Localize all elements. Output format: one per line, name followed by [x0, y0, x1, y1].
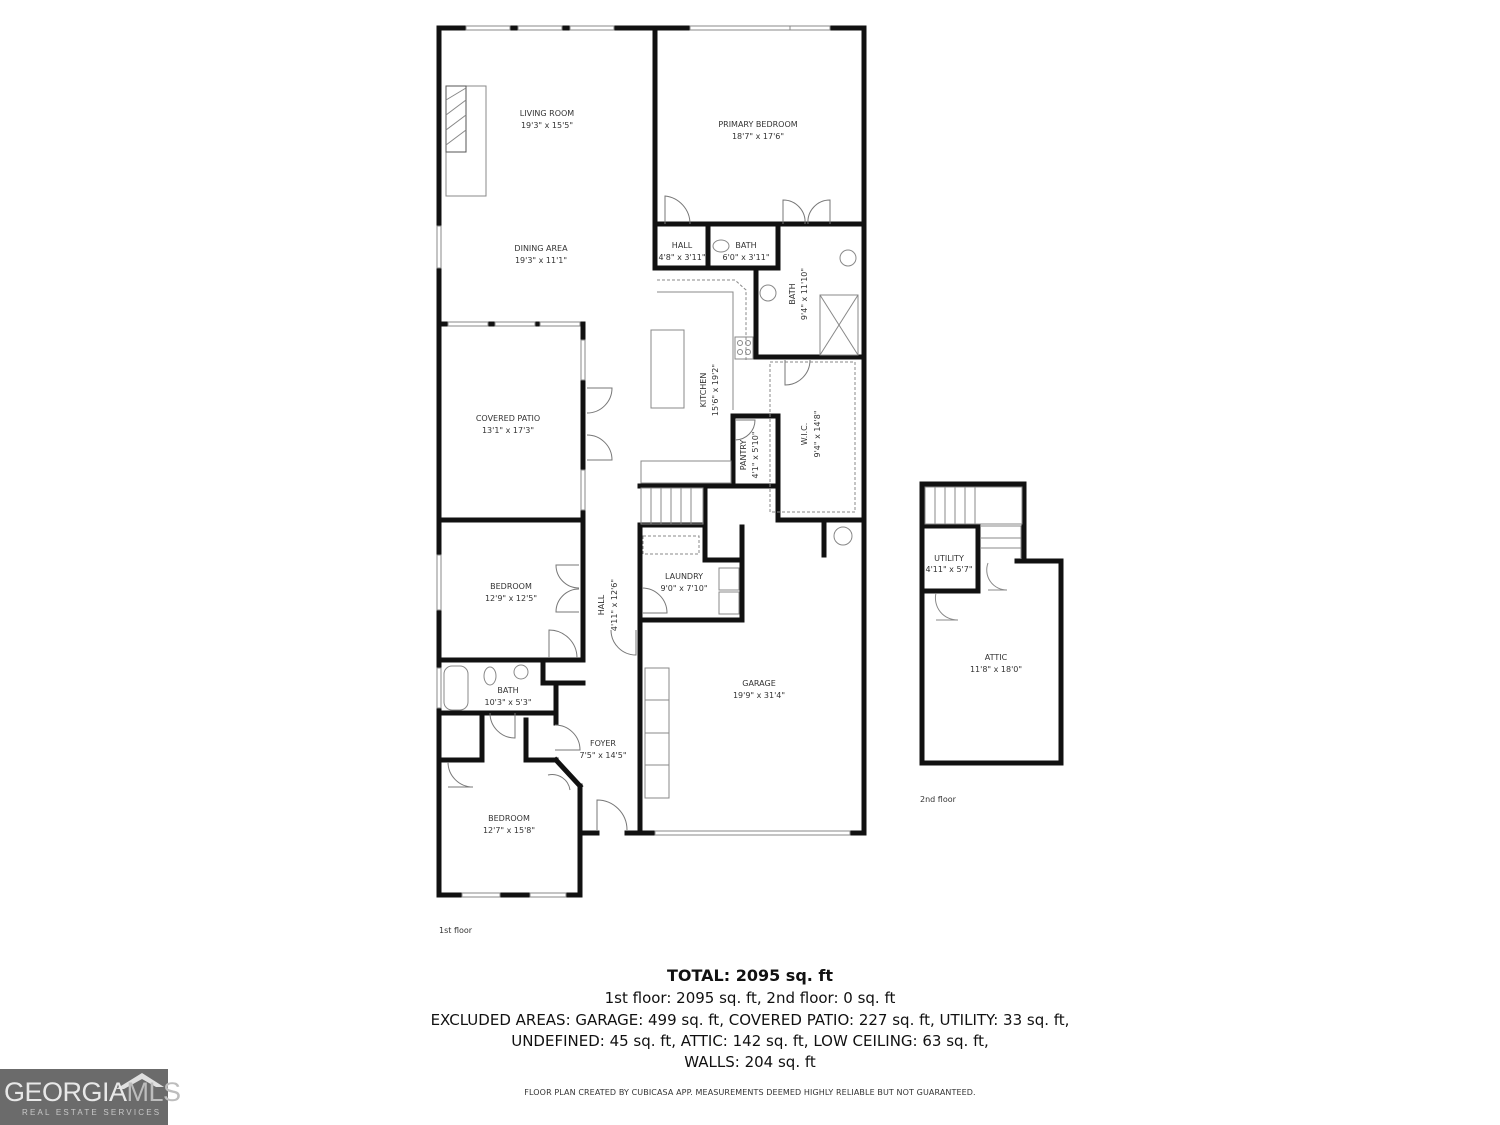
room-attic-dims: 11'8" x 18'0" — [970, 665, 1022, 674]
room-utility-name: UTILITY — [934, 554, 964, 563]
room-labels: LIVING ROOM 19'3" x 15'5" DINING AREA 19… — [439, 109, 1022, 935]
room-covered-patio-dims: 13'1" x 17'3" — [482, 426, 534, 435]
room-dining-area-name: DINING AREA — [514, 244, 568, 253]
excluded-areas-line-3: WALLS: 204 sq. ft — [684, 1053, 816, 1071]
room-garage-name: GARAGE — [742, 679, 776, 688]
room-hall-upper-dims: 4'8" x 3'11" — [658, 253, 705, 262]
room-laundry-name: LAUNDRY — [665, 572, 703, 581]
room-laundry-dims: 9'0" x 7'10" — [660, 584, 707, 593]
floor-areas-line: 1st floor: 2095 sq. ft, 2nd floor: 0 sq.… — [604, 989, 896, 1007]
room-primary-bath-dims: 9'4" x 11'10" — [800, 268, 809, 320]
room-hall-lower-name: HALL — [597, 594, 606, 615]
room-wic-name: W.I.C. — [800, 423, 809, 446]
second-floor-fixtures — [924, 486, 1023, 621]
excluded-areas-line-1: EXCLUDED AREAS: GARAGE: 499 sq. ft, COVE… — [430, 1011, 1070, 1029]
total-area: TOTAL: 2095 sq. ft — [666, 966, 834, 985]
room-covered-patio-name: COVERED PATIO — [476, 414, 540, 423]
room-attic-name: ATTIC — [985, 653, 1008, 662]
doors — [447, 195, 831, 831]
roof-icon — [116, 1073, 164, 1089]
first-floor-label: 1st floor — [439, 926, 473, 935]
logo-tagline: REAL ESTATE SERVICES — [22, 1108, 162, 1117]
room-bath-2-name: BATH — [497, 686, 518, 695]
room-foyer-name: FOYER — [590, 739, 616, 748]
room-dining-area-dims: 19'3" x 11'1" — [515, 256, 567, 265]
logo-wordmark: GEORGIAMLS — [4, 1077, 181, 1108]
floor-plan-drawing: LIVING ROOM 19'3" x 15'5" DINING AREA 19… — [436, 25, 1064, 935]
second-floor-walls — [919, 481, 1064, 766]
room-living-room-dims: 19'3" x 15'5" — [521, 121, 573, 130]
georgia-mls-logo: GEORGIAMLS REAL ESTATE SERVICES — [0, 1069, 181, 1125]
disclaimer: FLOOR PLAN CREATED BY CUBICASA APP. MEAS… — [524, 1088, 976, 1097]
room-bedroom-2-dims: 12'9" x 12'5" — [485, 594, 537, 603]
windows — [436, 25, 851, 898]
room-bedroom-3-dims: 12'7" x 15'8" — [483, 826, 535, 835]
second-floor-label: 2nd floor — [920, 795, 957, 804]
room-primary-bath-name: BATH — [788, 283, 797, 304]
room-garage-dims: 19'9" x 31'4" — [733, 691, 785, 700]
room-bedroom-3-name: BEDROOM — [488, 814, 530, 823]
room-bath-2-dims: 10'3" x 5'3" — [484, 698, 531, 707]
logo-brand-accent: MLS — [126, 1077, 182, 1107]
room-hall-lower-dims: 4'11" x 12'6" — [610, 579, 619, 631]
room-bedroom-2-name: BEDROOM — [490, 582, 532, 591]
room-pantry-name: PANTRY — [739, 440, 748, 471]
room-half-bath-name: BATH — [735, 241, 756, 250]
stairs-first-floor — [640, 487, 704, 525]
logo-brand-main: GEORGIA — [4, 1077, 127, 1107]
room-foyer-dims: 7'5" x 14'5" — [579, 751, 626, 760]
room-living-room-name: LIVING ROOM — [520, 109, 575, 118]
room-kitchen-dims: 15'6" x 19'2" — [711, 364, 720, 416]
fixtures — [443, 85, 859, 799]
room-pantry-dims: 4'1" x 5'10" — [751, 431, 760, 478]
room-wic-dims: 9'4" x 14'8" — [813, 410, 822, 457]
room-half-bath-dims: 6'0" x 3'11" — [722, 253, 769, 262]
room-primary-bedroom-dims: 18'7" x 17'6" — [732, 132, 784, 141]
excluded-areas-line-2: UNDEFINED: 45 sq. ft, ATTIC: 142 sq. ft,… — [511, 1032, 989, 1050]
room-hall-upper-name: HALL — [672, 241, 693, 250]
room-kitchen-name: KITCHEN — [699, 373, 708, 408]
room-utility-dims: 4'11" x 5'7" — [925, 565, 972, 574]
room-primary-bedroom-name: PRIMARY BEDROOM — [718, 120, 797, 129]
